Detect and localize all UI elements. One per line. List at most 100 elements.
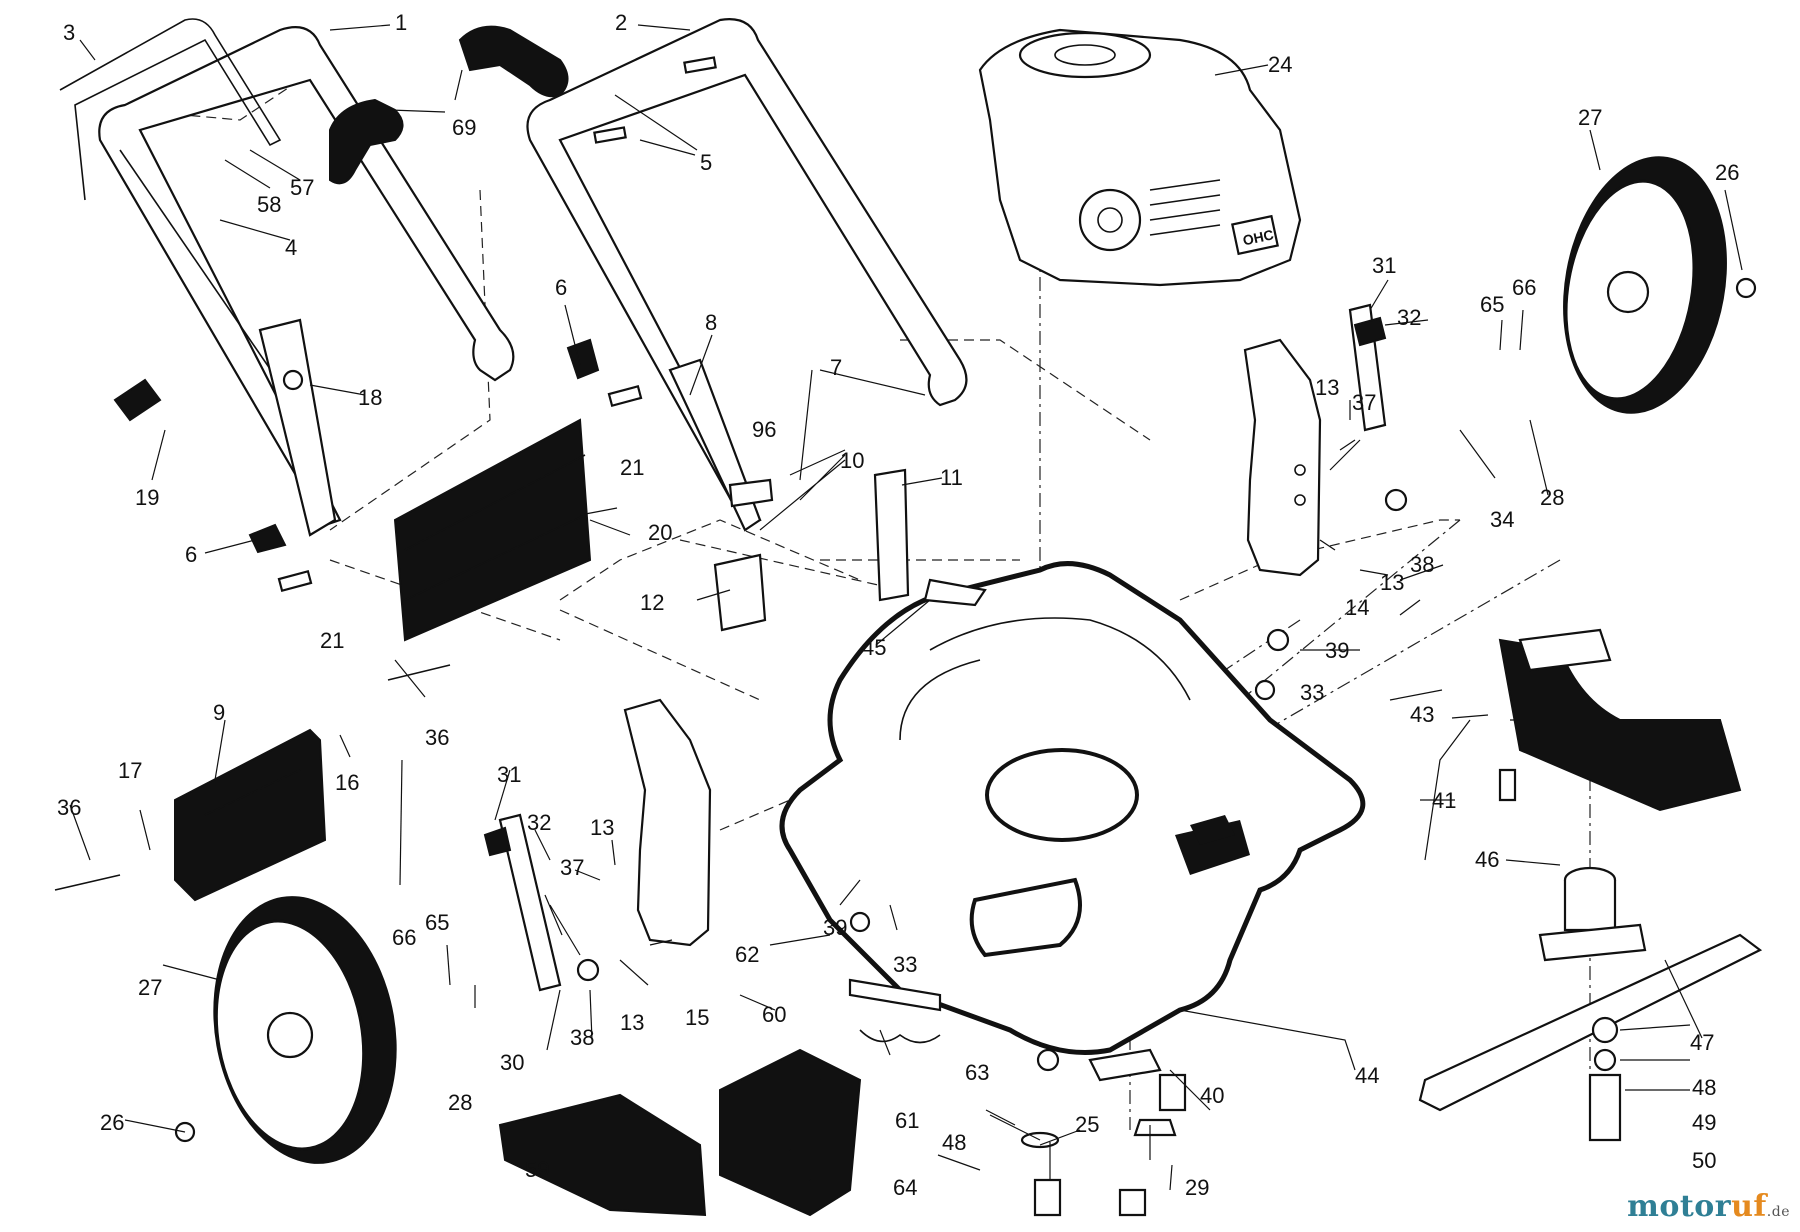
callout-21b: 21 <box>320 628 344 653</box>
hardware <box>54 56 1757 1217</box>
callout-61: 61 <box>895 1108 919 1133</box>
callout-43: 43 <box>1410 702 1434 727</box>
callout-26a: 26 <box>1715 160 1739 185</box>
callout-11: 11 <box>940 465 963 490</box>
watermark: motoruf.de <box>1627 1189 1790 1224</box>
callout-28b: 28 <box>448 1090 472 1115</box>
callout-12: 12 <box>640 590 664 615</box>
callout-41: 41 <box>1432 788 1456 813</box>
callout-32a: 32 <box>1397 305 1421 330</box>
wheel-rear <box>1563 156 1727 414</box>
watermark-main: motor <box>1627 1189 1732 1224</box>
callout-16: 16 <box>335 770 359 795</box>
callout-36b: 36 <box>57 795 81 820</box>
callout-3: 3 <box>63 20 75 45</box>
callout-2: 2 <box>615 10 627 35</box>
handle-grips <box>329 25 569 185</box>
upper-handle-right <box>526 18 968 527</box>
callout-60: 60 <box>762 1002 786 1027</box>
callout-39a: 39 <box>1325 638 1349 663</box>
callout-66b: 66 <box>392 925 416 950</box>
callout-13b: 13 <box>1380 570 1404 595</box>
callout-9: 9 <box>213 700 225 725</box>
callout-48b: 48 <box>942 1130 966 1155</box>
callout-34: 34 <box>1490 507 1514 532</box>
watermark-tld: .de <box>1766 1204 1790 1220</box>
callout-44: 44 <box>1355 1063 1379 1088</box>
callout-49: 49 <box>1692 1110 1716 1135</box>
callout-18: 18 <box>358 385 382 410</box>
callout-69: 69 <box>452 115 476 140</box>
callout-8: 8 <box>705 310 717 335</box>
mulch-deflector <box>1498 628 1742 812</box>
callout-48a: 48 <box>1692 1075 1716 1100</box>
engine: OHC <box>978 28 1302 287</box>
callout-45: 45 <box>862 635 886 660</box>
callout-26b: 26 <box>100 1110 124 1135</box>
callout-50: 50 <box>1692 1148 1716 1173</box>
height-adjuster-rear <box>1243 338 1322 577</box>
blade-adapter <box>1538 866 1647 962</box>
callout-24: 24 <box>1268 52 1292 77</box>
callout-39b: 39 <box>823 915 847 940</box>
callout-15: 15 <box>685 1005 709 1030</box>
callout-7: 7 <box>830 355 842 380</box>
callout-32b: 32 <box>527 810 551 835</box>
callout-leaders <box>69 24 1743 1191</box>
callout-47: 47 <box>1690 1030 1714 1055</box>
callout-labels: 1 2 3 4 5 6 6 7 8 9 10 11 12 13 13 13 13… <box>57 10 1739 1200</box>
callout-4: 4 <box>285 235 297 260</box>
callout-27b: 27 <box>138 975 162 1000</box>
lower-handle-left <box>258 318 337 537</box>
callout-38a: 38 <box>1410 552 1434 577</box>
callout-13d: 13 <box>620 1010 644 1035</box>
callout-65a: 65 <box>1480 292 1504 317</box>
watermark-accent: uf <box>1731 1189 1767 1224</box>
callout-25: 25 <box>1075 1112 1099 1137</box>
callout-21a: 21 <box>620 455 644 480</box>
mower-deck <box>779 561 1366 1055</box>
callout-36a: 36 <box>425 725 449 750</box>
callout-62: 62 <box>735 942 759 967</box>
callout-46: 46 <box>1475 847 1499 872</box>
callout-19: 19 <box>135 485 159 510</box>
control-bar <box>59 18 282 201</box>
callout-33b: 33 <box>893 952 917 977</box>
callout-96: 96 <box>752 417 776 442</box>
callout-37a: 37 <box>1352 390 1376 415</box>
height-adjuster-front <box>623 698 712 947</box>
callout-65b: 65 <box>425 910 449 935</box>
callout-38b: 38 <box>570 1025 594 1050</box>
callout-37b: 37 <box>560 855 584 880</box>
callout-31a: 31 <box>1372 253 1396 278</box>
callout-27a: 27 <box>1578 105 1602 130</box>
callout-10: 10 <box>840 448 864 473</box>
callout-13c: 13 <box>590 815 614 840</box>
callout-63: 63 <box>965 1060 989 1085</box>
callout-17: 17 <box>118 758 142 783</box>
callout-59: 59 <box>525 1157 549 1182</box>
engine-badge: OHC <box>1241 226 1275 248</box>
callout-13a: 13 <box>1315 375 1339 400</box>
wheel-front <box>213 896 397 1164</box>
callout-30: 30 <box>500 1050 524 1075</box>
rear-flap <box>174 728 327 902</box>
callout-58: 58 <box>257 192 281 217</box>
callout-20: 20 <box>648 520 672 545</box>
callout-40: 40 <box>1200 1083 1224 1108</box>
callout-6a: 6 <box>555 275 567 300</box>
callout-33a: 33 <box>1300 680 1324 705</box>
callout-66a: 66 <box>1512 275 1536 300</box>
callout-6b: 6 <box>185 542 197 567</box>
discharge-chute-bottom <box>498 1048 862 1217</box>
callout-31b: 31 <box>497 762 521 787</box>
callout-28a: 28 <box>1540 485 1564 510</box>
callout-5: 5 <box>700 150 712 175</box>
callout-64: 64 <box>893 1175 917 1200</box>
callout-14: 14 <box>1345 595 1369 620</box>
rear-hinge-bar <box>393 418 592 642</box>
callout-57: 57 <box>290 175 314 200</box>
callout-29: 29 <box>1185 1175 1209 1200</box>
callout-1: 1 <box>395 10 407 35</box>
